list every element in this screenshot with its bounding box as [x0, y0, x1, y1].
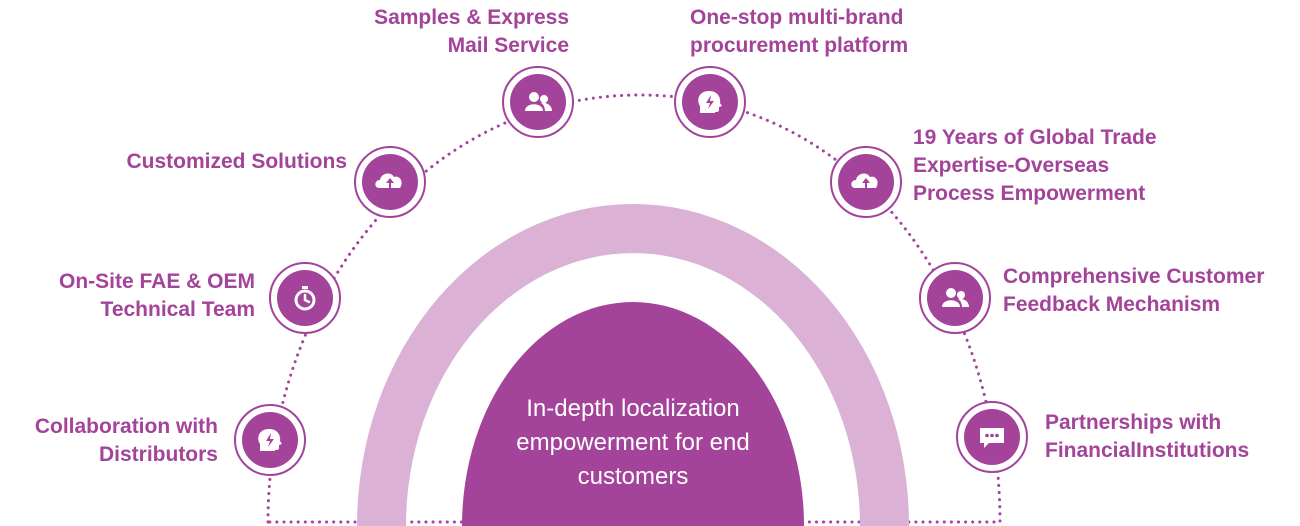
label-custom: Customized Solutions [127, 148, 348, 176]
label-feedback: Comprehensive Customer Feedback Mechanis… [1003, 263, 1264, 319]
center-label-line: empowerment for end [516, 429, 750, 456]
label-line: FinancialInstitutions [1045, 439, 1250, 462]
label-line: Distributors [98, 443, 218, 466]
outer-arc-band [357, 204, 909, 526]
chat-bubble-icon [980, 428, 1004, 448]
label-fae: On-Site FAE & OEM Technical Team [59, 268, 255, 324]
label-line: On-Site FAE & OEM [58, 270, 255, 293]
node-onestop [674, 66, 746, 138]
node-disc [510, 74, 566, 130]
label-global: 19 Years of Global Trade Expertise-Overs… [913, 124, 1157, 208]
center-circle [462, 302, 804, 526]
users-icon [942, 288, 969, 307]
users-icon [525, 92, 552, 111]
center-label: In-depth localization empowerment for en… [470, 392, 796, 494]
cloud-upload-icon [851, 173, 878, 191]
label-distributors: Collaboration with Distributors [35, 413, 218, 469]
label-line: One-stop multi-brand [690, 6, 904, 29]
label-line: Collaboration with [34, 415, 218, 438]
label-line: procurement platform [690, 34, 909, 57]
label-line: Partnerships with [1045, 411, 1222, 434]
node-finance [956, 401, 1028, 473]
label-onestop: One-stop multi-brand procurement platfor… [690, 4, 908, 60]
cloud-upload-icon [375, 173, 402, 191]
stopwatch-icon [294, 286, 316, 311]
label-samples: Samples & Express Mail Service [374, 4, 569, 60]
center-label-line: In-depth localization [526, 395, 740, 422]
node-fae [269, 262, 341, 334]
label-line: Feedback Mechanism [1003, 293, 1221, 316]
label-line: Mail Service [447, 34, 569, 57]
lightning-head-icon [258, 429, 282, 451]
label-line: 19 Years of Global Trade [913, 126, 1157, 149]
node-disc [927, 270, 983, 326]
label-line: Process Empowerment [913, 182, 1146, 205]
label-finance: Partnerships with FinancialInstitutions [1045, 409, 1249, 465]
label-line: Customized Solutions [126, 150, 348, 173]
label-line: Comprehensive Customer [1003, 265, 1265, 288]
label-line: Technical Team [100, 298, 255, 321]
node-samples [502, 66, 574, 138]
node-global [830, 146, 902, 218]
center-label-line: customers [577, 463, 689, 490]
label-line: Samples & Express [374, 6, 569, 29]
lightning-head-icon [698, 91, 722, 113]
node-feedback [919, 262, 991, 334]
label-line: Expertise-Overseas [913, 154, 1110, 177]
node-distributors [234, 404, 306, 476]
node-custom [354, 146, 426, 218]
